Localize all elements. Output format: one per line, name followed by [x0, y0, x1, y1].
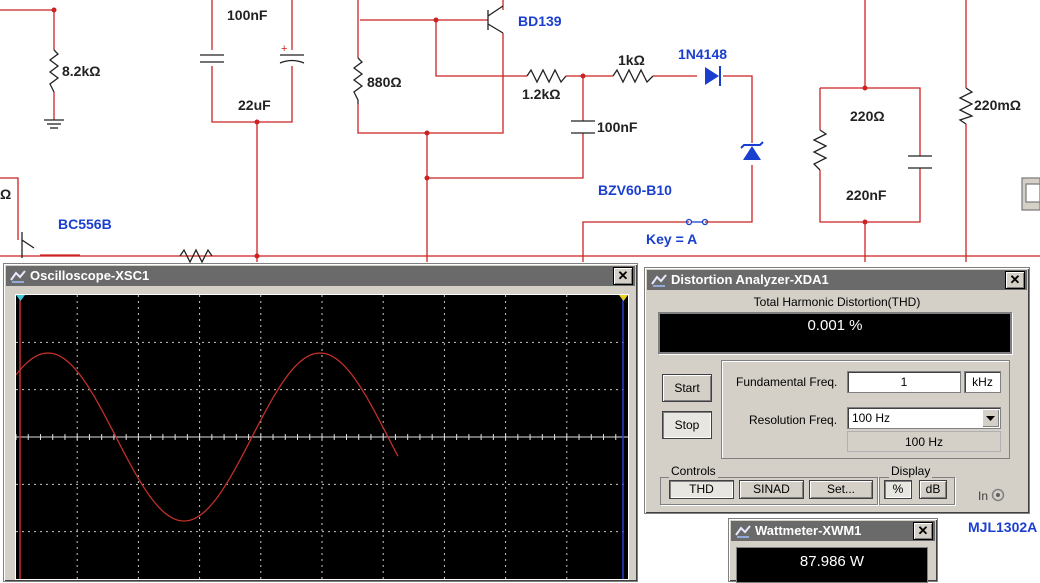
- resolution-freq-value: 100 Hz: [852, 411, 891, 425]
- label-r-220[interactable]: 220Ω: [850, 108, 885, 124]
- percent-button[interactable]: %: [884, 480, 912, 499]
- oscilloscope-title: Oscilloscope-XSC1: [30, 268, 150, 283]
- label-r-1k2[interactable]: 1.2kΩ: [522, 86, 561, 102]
- set-button[interactable]: Set...: [809, 480, 873, 499]
- label-c-220nf[interactable]: 220nF: [846, 187, 887, 203]
- junctions: [51, 7, 868, 259]
- distortion-close-button[interactable]: ✕: [1005, 271, 1025, 289]
- oscilloscope-titlebar[interactable]: Oscilloscope-XSC1 ✕: [6, 266, 635, 286]
- wattmeter-value: 87.986 W: [799, 553, 865, 570]
- distortion-title: Distortion Analyzer-XDA1: [671, 272, 829, 287]
- resistor-880: [352, 57, 364, 104]
- wattmeter-readout: 87.986 W: [736, 547, 928, 583]
- oscilloscope-graticule: [16, 295, 628, 579]
- instrument-icon: [10, 270, 26, 283]
- label-r-1k[interactable]: 1kΩ: [618, 52, 645, 68]
- wattmeter-close-button[interactable]: ✕: [913, 522, 933, 540]
- wires: [0, 0, 1040, 262]
- db-button[interactable]: dB: [919, 480, 947, 499]
- controls-group-title: Controls: [669, 464, 718, 478]
- label-c-100nf-mid[interactable]: 100nF: [597, 119, 638, 135]
- oscilloscope-close-button[interactable]: ✕: [613, 267, 633, 285]
- thd-value: 0.001 %: [807, 317, 863, 334]
- display-group-title: Display: [889, 464, 933, 478]
- dropdown-arrow-button[interactable]: [982, 409, 999, 427]
- thd-readout: 0.001 %: [658, 312, 1012, 354]
- components: +: [21, 5, 1040, 264]
- label-d-1n4148[interactable]: 1N4148: [678, 46, 728, 62]
- oscilloscope-screen[interactable]: [15, 294, 629, 580]
- resolution-freq-readout: 100 Hz: [847, 431, 1001, 452]
- sinad-button[interactable]: SINAD: [739, 480, 804, 499]
- diodes: [685, 66, 764, 226]
- wattmeter-titlebar[interactable]: Wattmeter-XWM1 ✕: [731, 521, 935, 541]
- svg-text:+: +: [281, 43, 287, 55]
- distortion-titlebar[interactable]: Distortion Analyzer-XDA1 ✕: [647, 270, 1027, 290]
- resolution-freq-readout-text: 100 Hz: [904, 435, 944, 449]
- input-terminal-icon[interactable]: [991, 488, 1005, 502]
- stop-button[interactable]: Stop: [662, 411, 712, 439]
- label-q-bd139[interactable]: BD139: [518, 13, 562, 29]
- label-r-880[interactable]: 880Ω: [367, 74, 402, 90]
- fundamental-freq-unit[interactable]: kHz: [964, 371, 1001, 393]
- settings-panel: [721, 360, 1010, 459]
- wattmeter-title: Wattmeter-XWM1: [755, 523, 862, 538]
- label-r-220m[interactable]: 220mΩ: [974, 97, 1022, 113]
- oscilloscope-trace: [16, 352, 399, 522]
- resistor-220m: [958, 87, 974, 125]
- label-q-mjl1302[interactable]: MJL1302A: [968, 519, 1038, 535]
- diode-bzv60: [743, 146, 761, 160]
- label-c-22uf[interactable]: 22uF: [238, 97, 271, 113]
- resistor-220: [812, 129, 828, 171]
- diode-1n4148: [705, 67, 719, 85]
- resolution-freq-label: Resolution Freq.: [749, 413, 838, 427]
- instrument-icon: [735, 525, 751, 538]
- label-c-100nf-top[interactable]: 100nF: [227, 7, 268, 23]
- resistor-1k: [612, 68, 654, 84]
- thd-caption: Total Harmonic Distortion(THD): [753, 295, 921, 309]
- instrument-icon: [651, 274, 667, 287]
- thd-button[interactable]: THD: [669, 480, 734, 499]
- fundamental-freq-input[interactable]: 1: [847, 371, 961, 393]
- cursor-2-marker: [619, 295, 628, 301]
- label-r-8k2[interactable]: 8.2kΩ: [62, 63, 101, 79]
- fundamental-freq-label: Fundamental Freq.: [736, 375, 838, 389]
- start-button[interactable]: Start: [662, 374, 712, 402]
- resolution-freq-select[interactable]: 100 Hz: [847, 407, 1001, 429]
- distortion-analyzer-window[interactable]: Distortion Analyzer-XDA1 ✕ Total Harmoni…: [644, 267, 1030, 514]
- chevron-down-icon: [986, 416, 995, 421]
- resistor-1k2: [526, 68, 567, 84]
- label-r-partial: Ω: [0, 186, 12, 202]
- label-d-bzv60[interactable]: BZV60-B10: [598, 182, 672, 198]
- fundamental-freq-value: 1: [900, 375, 908, 389]
- controls-group: [660, 477, 878, 505]
- resistor-8k2: [48, 49, 60, 93]
- wattmeter-window[interactable]: Wattmeter-XWM1 ✕ 87.986 W: [728, 518, 938, 583]
- label-key[interactable]: Key = A: [646, 231, 698, 247]
- oscilloscope-window[interactable]: Oscilloscope-XSC1 ✕: [3, 263, 638, 582]
- input-terminal-label: In: [978, 489, 989, 503]
- label-q-bc556b[interactable]: BC556B: [58, 216, 112, 232]
- fundamental-freq-unit-text: kHz: [972, 375, 993, 389]
- cursor-1-marker: [16, 295, 25, 301]
